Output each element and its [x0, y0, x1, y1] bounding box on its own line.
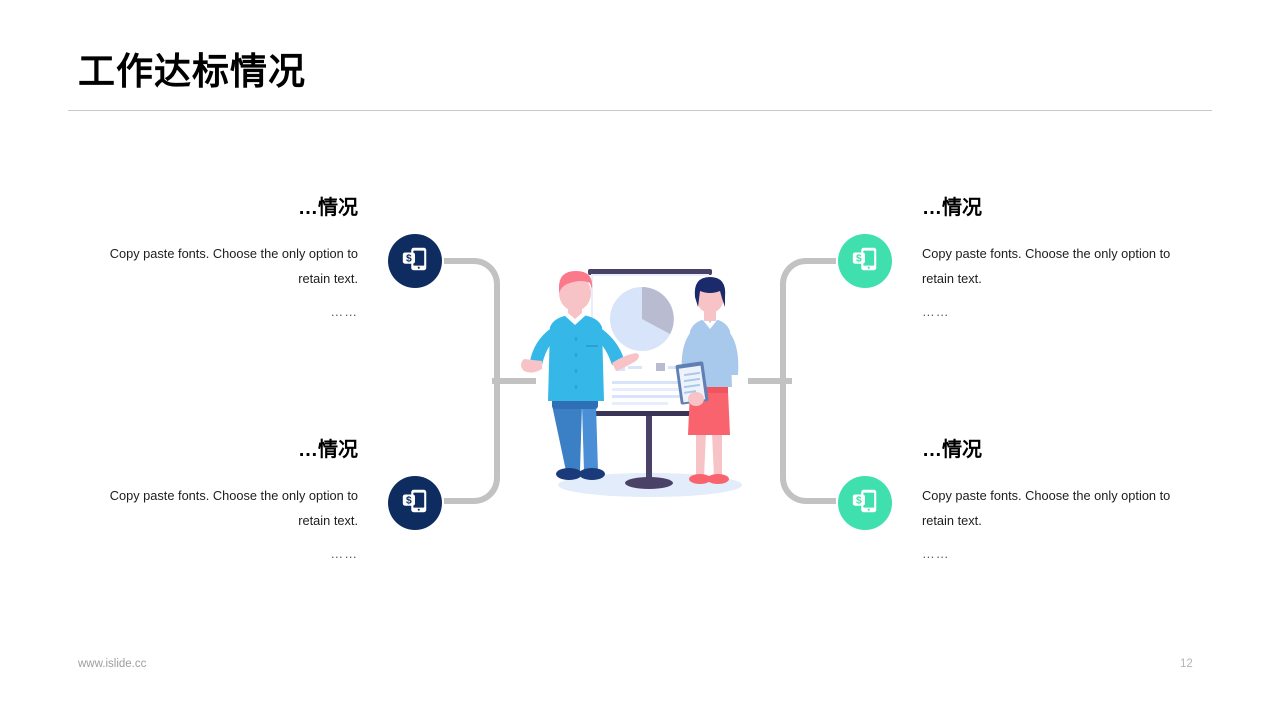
svg-text:$: $ — [406, 253, 412, 264]
block-heading: …情况 — [922, 439, 982, 461]
block-ellipsis: …… — [330, 545, 358, 561]
block-ellipsis: …… — [922, 545, 950, 561]
business-presentation-illustration — [520, 255, 770, 505]
page-number: 12 — [1180, 658, 1193, 670]
svg-text:$: $ — [406, 495, 412, 506]
icon-badge-top-right[interactable]: $ — [838, 234, 892, 288]
block-heading: …情况 — [298, 439, 358, 461]
title-divider — [68, 110, 1212, 111]
block-body: Copy paste fonts. Choose the only option… — [109, 246, 358, 286]
connector-stub-right — [748, 378, 792, 384]
connector-stub-left — [492, 378, 536, 384]
footer-url: www.islide.cc — [78, 658, 147, 670]
page-title: 工作达标情况 — [78, 51, 306, 92]
block-body: Copy paste fonts. Choose the only option… — [922, 488, 1171, 528]
content-block-bottom-left: …情况 Copy paste fonts. Choose the only op… — [88, 438, 358, 567]
icon-badge-top-left[interactable]: $ — [388, 234, 442, 288]
icon-badge-bottom-left[interactable]: $ — [388, 476, 442, 530]
block-body: Copy paste fonts. Choose the only option… — [109, 488, 358, 528]
mobile-payment-icon: $ — [850, 244, 880, 279]
block-ellipsis: …… — [922, 303, 950, 319]
content-block-top-right: …情况 Copy paste fonts. Choose the only op… — [922, 196, 1192, 325]
block-body: Copy paste fonts. Choose the only option… — [922, 246, 1171, 286]
block-heading: …情况 — [922, 197, 982, 219]
mobile-payment-icon: $ — [400, 244, 430, 279]
mobile-payment-icon: $ — [400, 486, 430, 521]
svg-text:$: $ — [856, 253, 862, 264]
svg-text:$: $ — [856, 495, 862, 506]
icon-badge-bottom-right[interactable]: $ — [838, 476, 892, 530]
mobile-payment-icon: $ — [850, 486, 880, 521]
content-block-bottom-right: …情况 Copy paste fonts. Choose the only op… — [922, 438, 1192, 567]
block-ellipsis: …… — [330, 303, 358, 319]
content-block-top-left: …情况 Copy paste fonts. Choose the only op… — [88, 196, 358, 325]
block-heading: …情况 — [298, 197, 358, 219]
